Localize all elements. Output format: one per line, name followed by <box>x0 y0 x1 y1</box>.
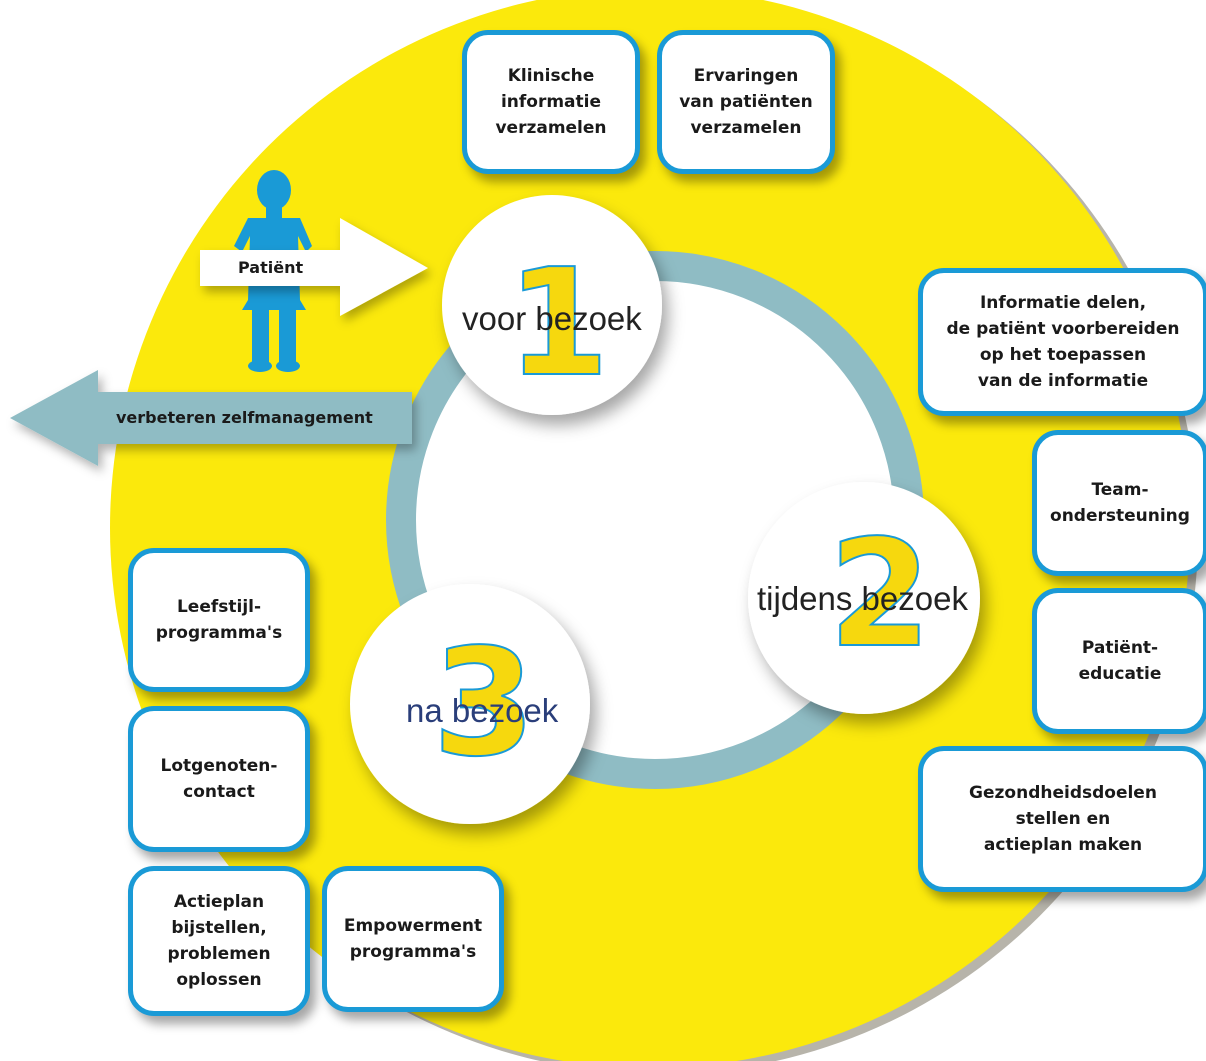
box-lifestyle: Leefstijl- programma's <box>128 548 310 692</box>
stage-1-circle <box>442 195 662 415</box>
box-health-goals: Gezondheidsdoelen stellen en actieplan m… <box>918 746 1206 892</box>
self-management-arrow <box>10 370 412 466</box>
stage-3-number: 3 <box>433 617 536 789</box>
box-action-plan: Actieplan bijstellen, problemen oplossen <box>128 866 310 1016</box>
self-management-arrow-label: verbeteren zelfmanagement <box>116 408 373 427</box>
stage-3-circle <box>350 584 590 824</box>
box-empowerment: Empowerment programma's <box>322 866 504 1012</box>
stage-1-label: voor bezoek <box>462 300 642 337</box>
box-clinical-info: Klinische informatie verzamelen <box>462 30 640 174</box>
box-patient-education: Patiënt- educatie <box>1032 588 1206 734</box>
stage-2-label: tijdens bezoek <box>757 580 968 617</box>
patient-arrow-label: Patiënt <box>238 258 304 277</box>
box-team-support: Team- ondersteuning <box>1032 430 1206 576</box>
stage-2-number: 2 <box>829 508 932 680</box>
box-patient-experiences: Ervaringen van patiënten verzamelen <box>657 30 835 174</box>
stage-3-label: na bezoek <box>406 692 559 729</box>
stage-1-number: 1 <box>507 237 610 409</box>
box-share-info: Informatie delen, de patiënt voorbereide… <box>918 268 1206 416</box>
box-peer-contact: Lotgenoten- contact <box>128 706 310 852</box>
patient-arrow <box>200 218 428 316</box>
stage-2-circle <box>748 482 980 714</box>
